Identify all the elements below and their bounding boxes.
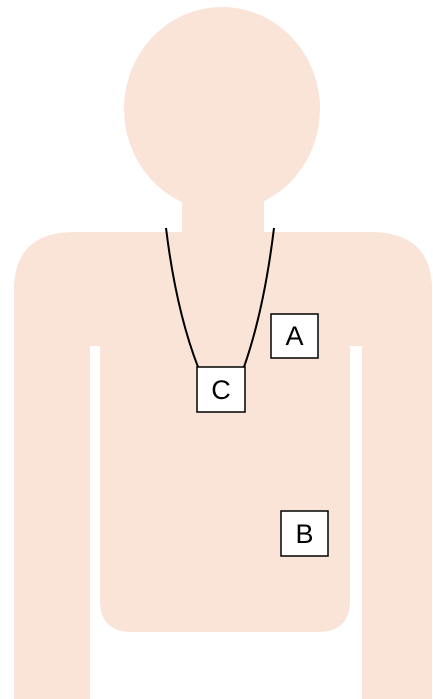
marker-a-label: A — [285, 321, 303, 351]
marker-c-label: C — [211, 375, 231, 405]
torso-silhouette — [14, 232, 432, 699]
marker-c: C — [197, 367, 245, 412]
marker-b-label: B — [295, 519, 313, 549]
marker-a: A — [271, 314, 318, 358]
head — [124, 7, 320, 211]
marker-b: B — [281, 511, 328, 556]
